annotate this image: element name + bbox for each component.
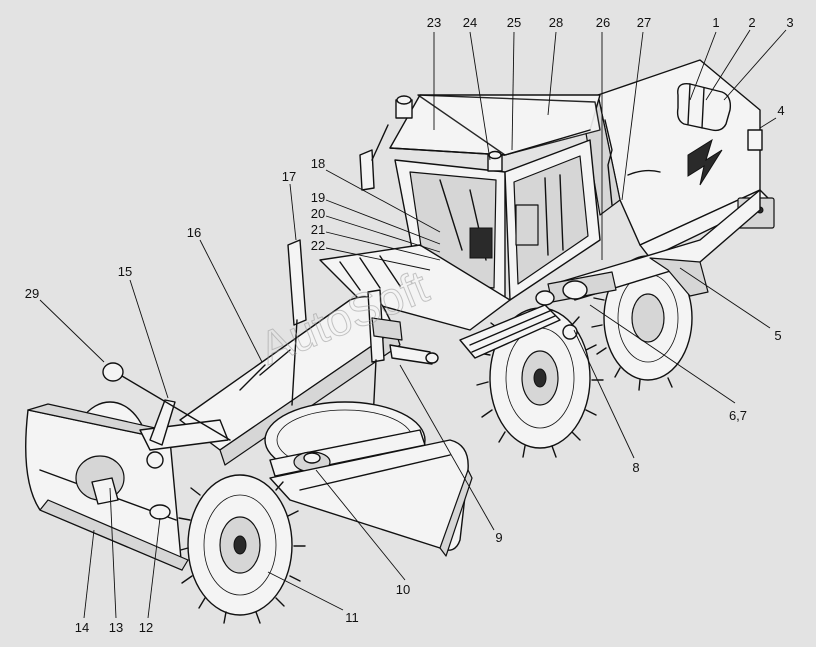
cab [389, 94, 613, 301]
callout-8: 8 [632, 460, 639, 475]
callout-10: 10 [396, 582, 410, 597]
callout-20: 20 [311, 206, 325, 221]
callout-11: 11 [345, 610, 359, 625]
callout-28: 28 [549, 15, 563, 30]
callout-19: 19 [311, 190, 325, 205]
callout-18: 18 [311, 156, 325, 171]
callout-14: 14 [75, 620, 89, 635]
dozer-push-frame [139, 399, 229, 469]
callout-13: 13 [109, 620, 123, 635]
callout-16: 16 [187, 225, 201, 240]
lift-linkage [371, 317, 439, 365]
callout-29: 29 [25, 286, 39, 301]
leader-lines [39, 29, 787, 619]
rear-wheel-near [476, 307, 604, 458]
front-wheel-near [176, 474, 306, 624]
callout-6-7: 6,7 [729, 408, 747, 423]
callout-3: 3 [786, 15, 793, 30]
rear-wheel-far [591, 255, 693, 391]
callout-9: 9 [495, 530, 502, 545]
cab-platform [319, 244, 561, 359]
callout-26: 26 [596, 15, 610, 30]
callout-17: 17 [282, 169, 296, 184]
moldboard-blade [269, 439, 473, 557]
rear-axle [535, 271, 617, 340]
callout-labels: 1 2 3 4 5 6,7 8 9 10 11 12 13 14 15 16 1… [25, 15, 794, 635]
callout-15: 15 [118, 264, 132, 279]
callout-24: 24 [463, 15, 477, 30]
rear-view-mirror [359, 124, 389, 191]
beacon-right [487, 150, 503, 172]
callout-22: 22 [311, 238, 325, 253]
callout-4: 4 [777, 103, 784, 118]
callout-1: 1 [712, 15, 719, 30]
beacon-left [395, 95, 413, 119]
callout-12: 12 [139, 620, 153, 635]
callout-21: 21 [311, 222, 325, 237]
callout-23: 23 [427, 15, 441, 30]
front-lamp [102, 362, 231, 441]
callout-25: 25 [507, 15, 521, 30]
callout-5: 5 [774, 328, 781, 343]
callout-27: 27 [637, 15, 651, 30]
callout-2: 2 [748, 15, 755, 30]
hydraulic-cylinder-left [287, 239, 307, 406]
air-intake [676, 83, 732, 132]
